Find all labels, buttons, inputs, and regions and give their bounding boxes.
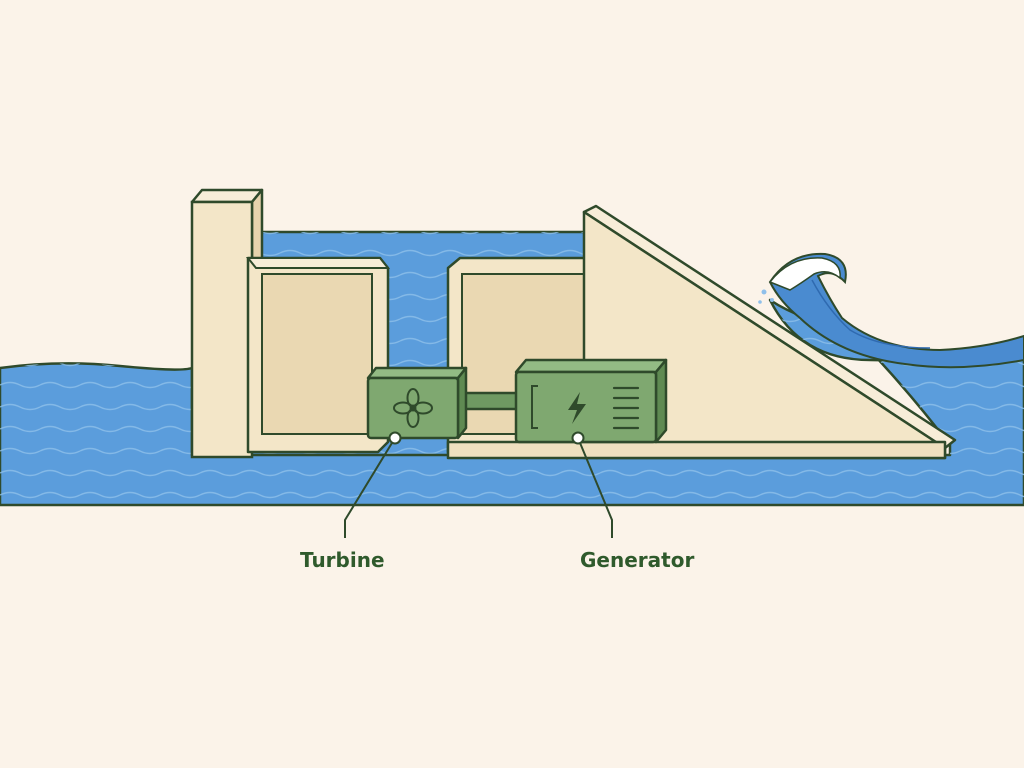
turbine-leader — [344, 431, 402, 538]
drive-shaft — [456, 391, 522, 411]
lightning-bolt-icon — [568, 392, 586, 424]
vent-lines — [612, 386, 640, 430]
dam-seawall — [446, 204, 957, 460]
dam-left-chamber — [245, 256, 391, 454]
turbine-label: Turbine — [300, 548, 385, 572]
turbine — [366, 366, 468, 440]
generator — [514, 358, 668, 444]
fan-icon — [393, 388, 433, 428]
wave-icon — [758, 252, 1024, 369]
generator-leader — [571, 431, 613, 538]
generator-label: Generator — [580, 548, 695, 572]
